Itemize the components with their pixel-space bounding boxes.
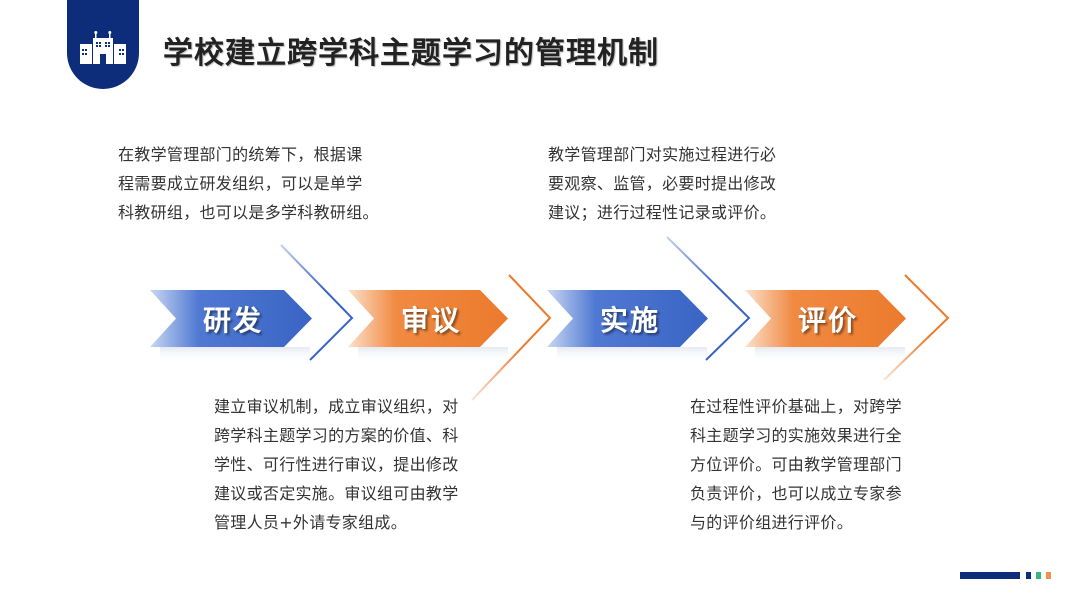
- footer-bar-orange-dot: [1046, 572, 1051, 579]
- description-line: 方位评价。可由教学管理部门: [690, 455, 902, 474]
- description-line: 建议或否定实施。审议组可由教学: [214, 484, 459, 503]
- step-label: 研发: [202, 303, 263, 337]
- description-line: 科主题学习的实施效果进行全: [690, 426, 902, 445]
- school-building-icon: [80, 31, 126, 64]
- step-label: 审议: [400, 303, 461, 337]
- header-badge: [67, 0, 139, 89]
- description-yanfa: 在教学管理部门的统筹下，根据课 程需要成立研发组织，可以是单学 科教研组，也可以…: [118, 140, 379, 227]
- description-pingjia: 在过程性评价基础上，对跨学 科主题学习的实施效果进行全 方位评价。可由教学管理部…: [690, 392, 902, 537]
- description-line: 负责评价，也可以成立专家参: [690, 484, 902, 503]
- step-pingjia: 评价: [745, 290, 907, 347]
- step-label: 评价: [797, 303, 858, 337]
- description-line: 学性、可行性进行审议，提出修改: [214, 455, 459, 474]
- footer-bar-long: [960, 572, 1020, 579]
- description-line: 跨学科主题学习的方案的价值、科: [214, 426, 459, 445]
- footer-bar-navy-dot: [1026, 572, 1031, 579]
- footer-bar-green-dot: [1036, 572, 1041, 579]
- step-shenyi: 审议: [348, 290, 510, 347]
- description-line: 与的评价组进行评价。: [690, 513, 854, 532]
- page-title: 学校建立跨学科主题学习的管理机制: [163, 36, 659, 71]
- description-shishi: 教学管理部门对实施过程进行必 要观察、监管，必要时提出修改 建议；进行过程性记录…: [548, 140, 776, 227]
- description-line: 教学管理部门对实施过程进行必: [548, 145, 777, 164]
- description-line: 建议；进行过程性记录或评价。: [548, 203, 777, 222]
- description-line: 科教研组，也可以是多学科教研组。: [118, 203, 379, 222]
- description-line: 程需要成立研发组织，可以是单学: [118, 174, 363, 193]
- step-yanfa: 研发: [150, 290, 312, 347]
- description-line: 要观察、监管，必要时提出修改: [548, 174, 777, 193]
- step-shishi: 实施: [547, 290, 709, 347]
- step-label: 实施: [599, 303, 660, 337]
- description-line: 在过程性评价基础上，对跨学: [690, 397, 902, 416]
- description-shenyi: 建立审议机制，成立审议组织，对 跨学科主题学习的方案的价值、科 学性、可行性进行…: [214, 392, 459, 537]
- description-line: 管理人员+外请专家组成。: [214, 513, 408, 532]
- description-line: 在教学管理部门的统筹下，根据课: [118, 145, 363, 164]
- description-line: 建立审议机制，成立审议组织，对: [214, 397, 459, 416]
